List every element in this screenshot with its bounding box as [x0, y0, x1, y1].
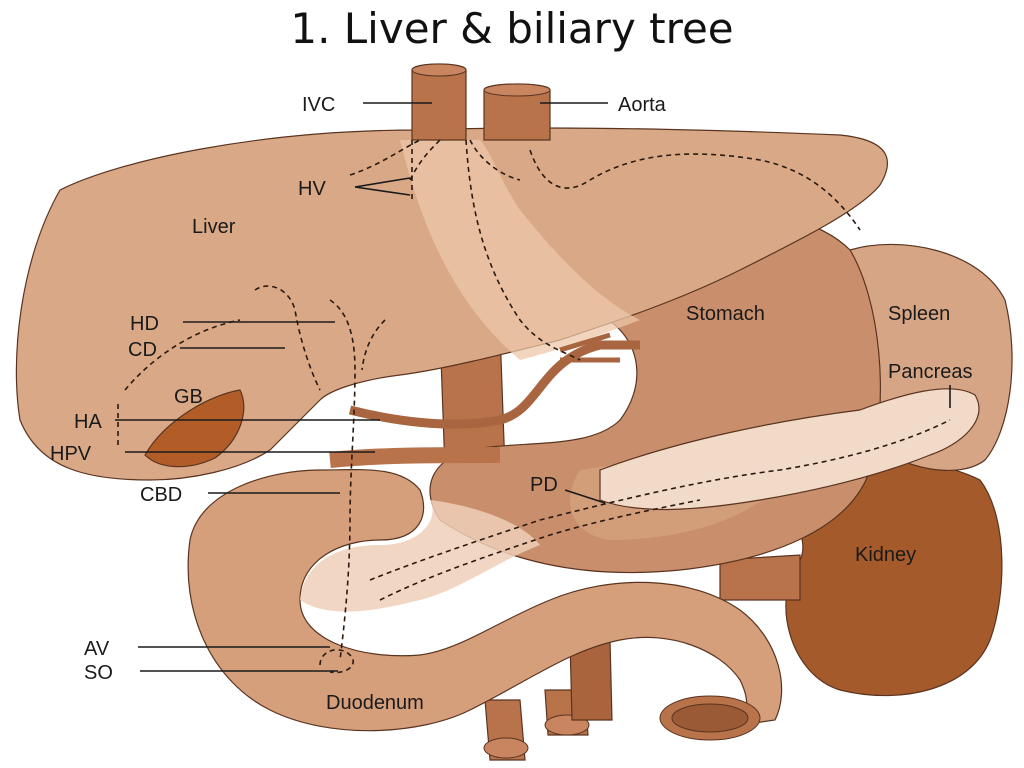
- label-liver: Liver: [192, 216, 236, 238]
- pancreatic-duct-dashed: [369, 419, 951, 581]
- hepatic-artery-branch: [559, 332, 620, 363]
- great-vessels: [411, 63, 551, 141]
- label-so: SO: [84, 662, 113, 684]
- label-hd: HD: [130, 313, 159, 335]
- labels: IVC Aorta HV Liver Stomach Spleen Pancre…: [50, 94, 973, 714]
- label-cd: CD: [128, 339, 157, 361]
- label-ivc: IVC: [302, 94, 335, 116]
- label-duodenum: Duodenum: [326, 692, 424, 714]
- vessel-opening-left: [483, 737, 529, 759]
- leader-hv: [354, 177, 411, 196]
- slide-title: 1. Liver & biliary tree: [290, 4, 734, 53]
- ivc-top: [411, 63, 467, 77]
- label-pancreas: Pancreas: [888, 361, 973, 383]
- label-spleen: Spleen: [888, 303, 950, 325]
- duodenum-inner: [300, 500, 540, 612]
- label-stomach: Stomach: [686, 303, 765, 325]
- hepatic-portal-vein: [329, 447, 501, 468]
- label-gb: GB: [174, 386, 203, 408]
- stomach-outline-dashed: [529, 149, 861, 231]
- label-ha: HA: [74, 411, 102, 433]
- gb-outline-dashed: [117, 285, 321, 445]
- label-av: AV: [84, 638, 110, 660]
- leader-lines: [115, 102, 951, 672]
- label-kidney: Kidney: [855, 544, 916, 566]
- liver-highlight: [400, 140, 640, 360]
- pancreatic-duct-dashed-2: [379, 499, 701, 601]
- leader-pd: [564, 489, 606, 504]
- ampulla-dashed: [319, 649, 354, 674]
- label-hpv: HPV: [50, 443, 92, 465]
- cbd-dashed-right: [361, 319, 386, 371]
- duodenum: [187, 468, 783, 732]
- duodenum-opening-inner: [671, 703, 749, 733]
- dashed-structures: [117, 139, 951, 674]
- label-cbd: CBD: [140, 484, 182, 506]
- hepatic-veins-dashed: [349, 139, 521, 181]
- kidney-ureter: [719, 554, 801, 601]
- label-hv: HV: [298, 178, 326, 200]
- ivc-dashed: [411, 139, 581, 361]
- hepatic-vessels: [329, 332, 640, 468]
- cbd-dashed: [329, 299, 356, 661]
- label-pd: PD: [530, 474, 558, 496]
- gallbladder: [144, 389, 245, 468]
- aorta-top: [483, 83, 551, 97]
- label-aorta: Aorta: [618, 94, 667, 116]
- pancreas: [599, 388, 980, 511]
